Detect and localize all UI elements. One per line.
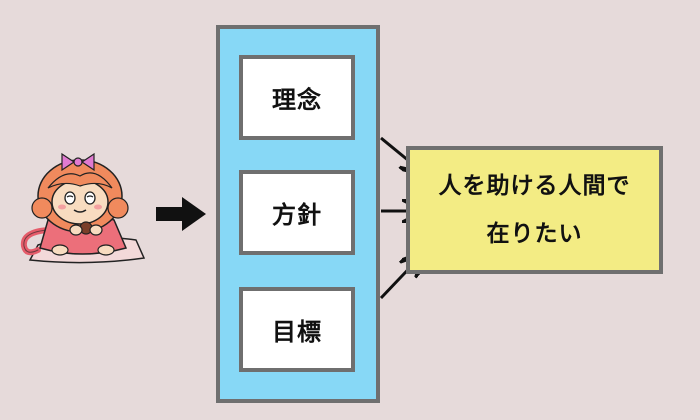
- goal-item-label: 目標: [272, 318, 322, 346]
- philosophy-box: 理念: [239, 55, 355, 140]
- aspiration-line-2: 在りたい: [486, 221, 583, 247]
- philosophy-label: 理念: [272, 86, 322, 114]
- right-arrow-icon: [156, 197, 206, 231]
- policy-box: 方針: [239, 170, 355, 255]
- monkey-girl-mascot-icon: [20, 152, 146, 264]
- policy-label: 方針: [272, 201, 322, 229]
- aspiration-line-1: 人を助ける人間で: [438, 173, 631, 199]
- aspiration-box: 人を助ける人間で 在りたい: [406, 146, 663, 274]
- goal-item-box: 目標: [239, 287, 355, 372]
